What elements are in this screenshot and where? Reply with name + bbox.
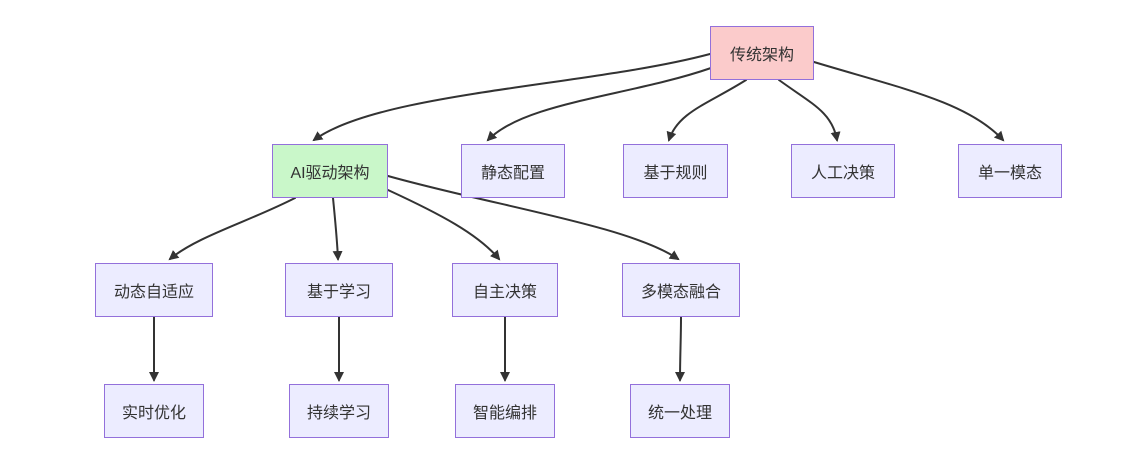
node-learning-based: 基于学习 [285, 263, 393, 317]
edge-ai-driven-to-autonomous [387, 189, 501, 261]
node-static-config: 静态配置 [461, 144, 565, 198]
node-single-modality: 单一模态 [958, 144, 1062, 198]
edge-traditional-to-single-modality [813, 61, 1005, 142]
node-traditional: 传统架构 [710, 26, 814, 80]
edges-group [149, 53, 1005, 382]
edge-ai-driven-to-learning-based [332, 197, 343, 261]
node-ai-driven: AI驱动架构 [272, 144, 388, 198]
edge-traditional-to-manual-decision [778, 79, 841, 142]
edge-ai-driven-to-multimodal [387, 175, 680, 261]
edge-traditional-to-static-config [486, 67, 712, 142]
node-rule-based: 基于规则 [623, 144, 728, 198]
edge-multimodal-to-unified-process [675, 316, 686, 382]
edge-ai-driven-to-dynamic-adaptive [168, 197, 296, 261]
node-unified-process: 统一处理 [630, 384, 730, 438]
node-smart-orchestr: 智能编排 [455, 384, 555, 438]
node-autonomous: 自主决策 [452, 263, 558, 317]
edge-traditional-to-rule-based [666, 79, 747, 142]
node-manual-decision: 人工决策 [791, 144, 895, 198]
node-multimodal: 多模态融合 [622, 263, 740, 317]
node-realtime-opt: 实时优化 [104, 384, 204, 438]
edge-traditional-to-ai-driven [312, 53, 711, 142]
node-dynamic-adaptive: 动态自适应 [95, 263, 213, 317]
node-continuous-learn: 持续学习 [289, 384, 389, 438]
